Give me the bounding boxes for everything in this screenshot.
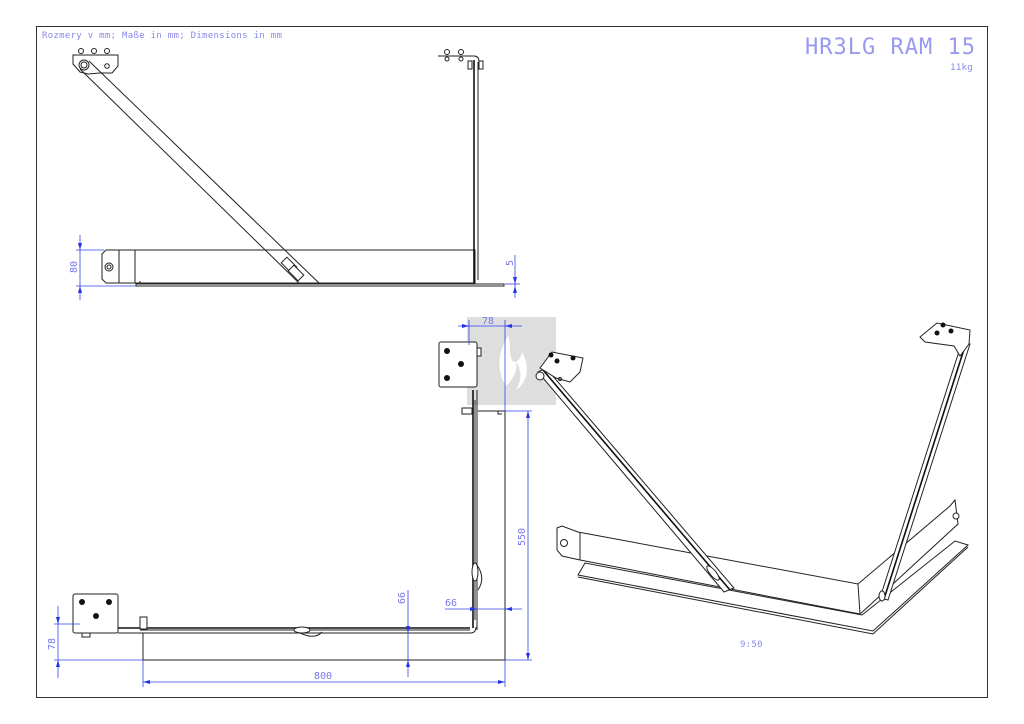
dim-550-label: 550 — [517, 528, 528, 546]
top-right-plate — [438, 341, 482, 388]
plan-view: 78 550 66 66 78 — [47, 316, 556, 687]
iso-view: 9:50 — [535, 322, 971, 650]
dimension-78-left: 78 — [47, 606, 143, 678]
bottom-beam — [101, 249, 505, 287]
dimension-66-vertical: 66 — [397, 590, 410, 677]
units-note: Rozmery v mm; Maße in mm; Dimensions in … — [42, 31, 282, 41]
outline — [143, 410, 506, 661]
iso-left-strut — [535, 351, 735, 593]
left-plate — [72, 593, 119, 638]
dimension-550: 550 — [505, 410, 532, 661]
dim-66-h-label: 66 — [445, 598, 457, 609]
diagonal-strut — [79, 60, 321, 285]
left-bracket — [72, 48, 119, 75]
dimension-78-top: 78 — [458, 316, 522, 411]
dimension-66-horizontal: 66 — [445, 598, 522, 611]
dim-800-label: 800 — [314, 671, 332, 682]
side-view: 80 5 — [69, 48, 520, 300]
vertical-arm — [461, 390, 483, 630]
dimension-80: 80 — [69, 235, 136, 300]
iso-beam — [556, 498, 960, 615]
iso-right-strut — [878, 322, 971, 602]
dim-66-v-label: 66 — [397, 592, 408, 604]
horizontal-arm — [118, 616, 477, 660]
dim-78-left-label: 78 — [47, 638, 58, 650]
dimension-800: 800 — [142, 660, 506, 687]
weight-label: 11kg — [950, 63, 973, 73]
vertical-post — [438, 49, 484, 283]
iso-scale-label: 9:50 — [740, 640, 763, 650]
dimension-5: 5 — [505, 255, 520, 298]
dim-5-label: 5 — [505, 260, 516, 266]
iso-base-plate — [577, 540, 969, 635]
drawing-frame — [36, 26, 988, 698]
watermark-logo — [467, 317, 556, 405]
dim-80-label: 80 — [69, 261, 80, 273]
dim-78-top-label: 78 — [482, 316, 494, 327]
drawing-title: HR3LG RAM 15 — [805, 35, 976, 60]
